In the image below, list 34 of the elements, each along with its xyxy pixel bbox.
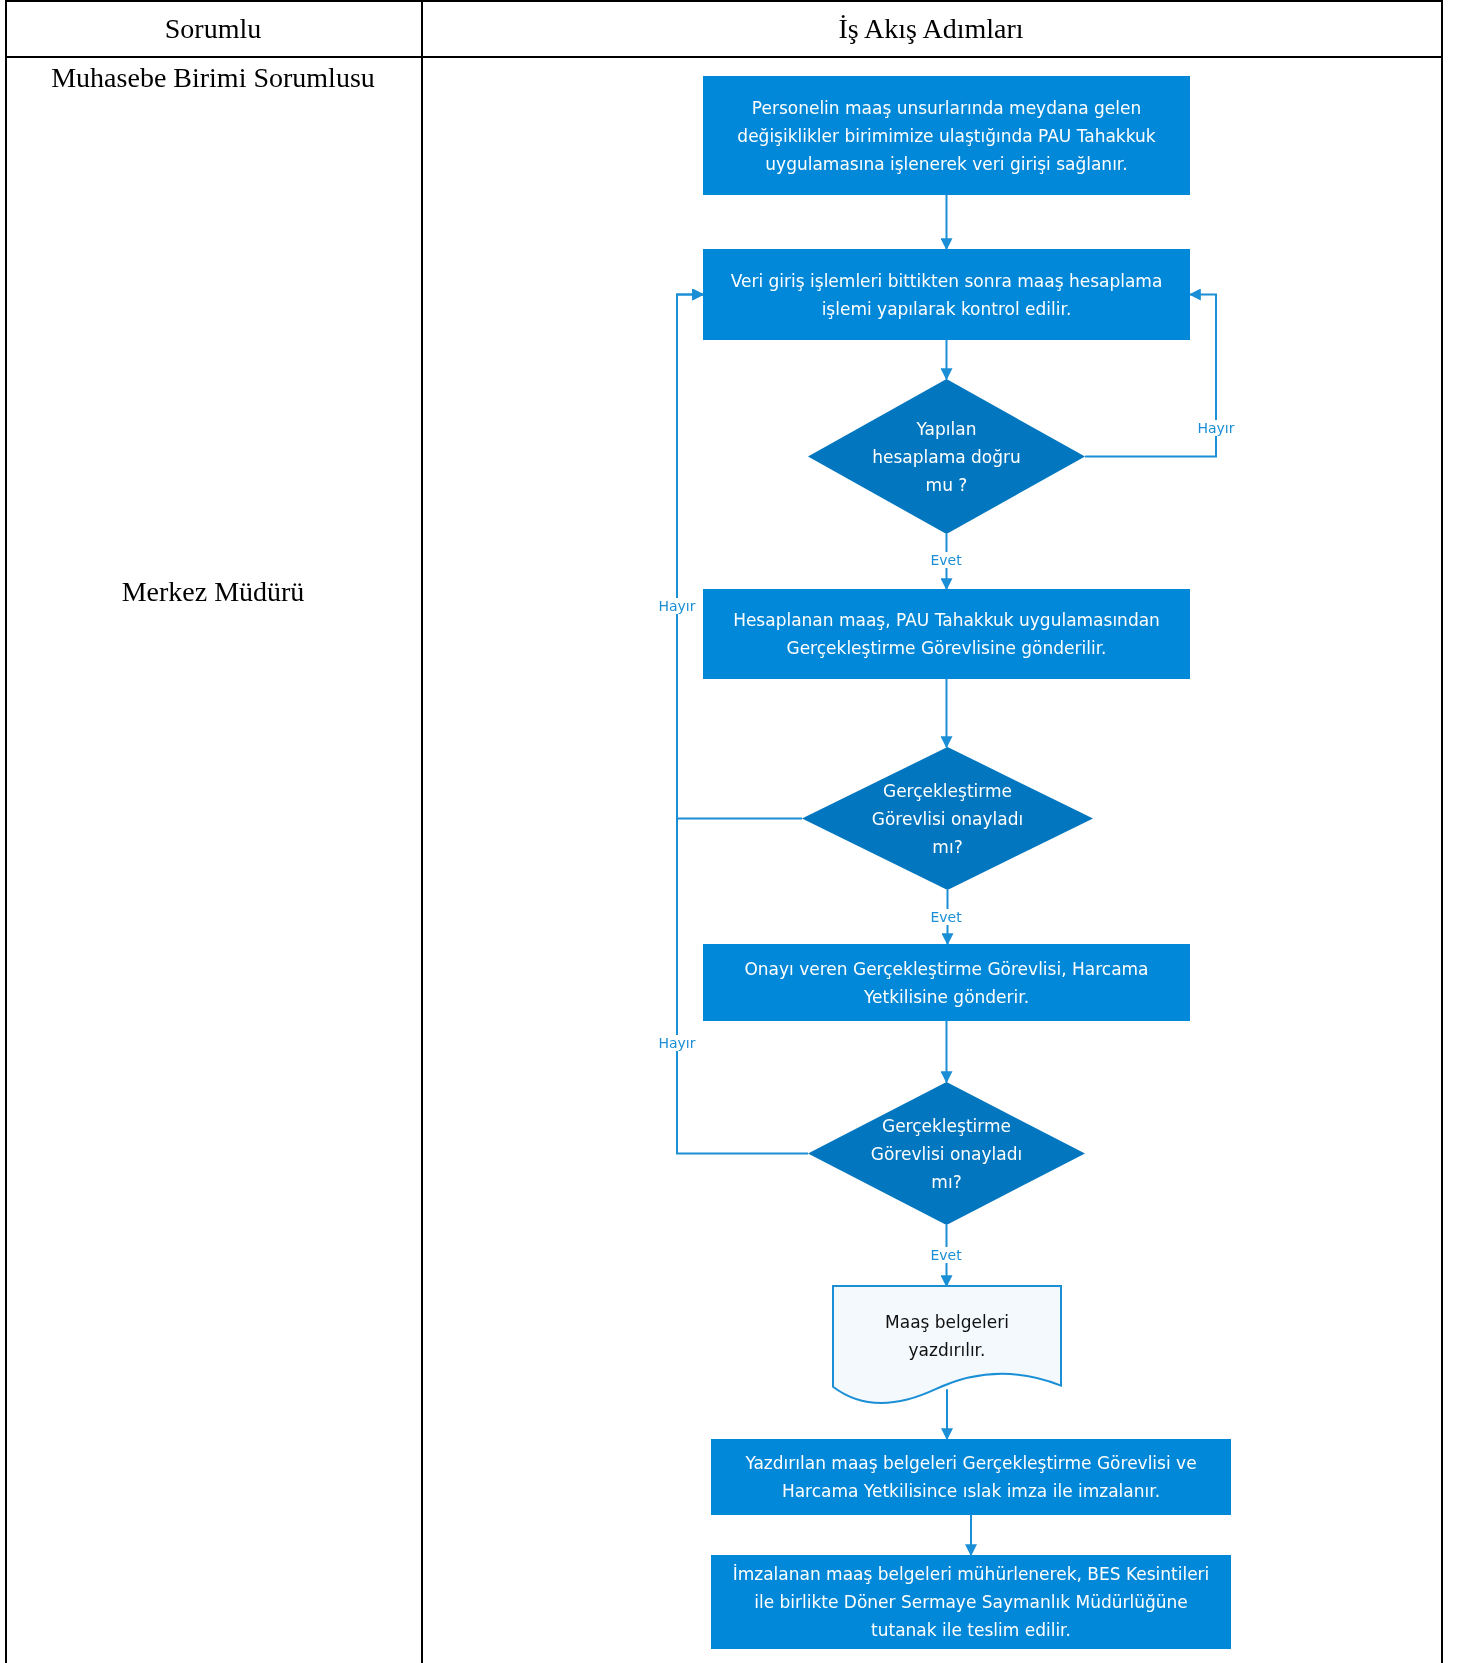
column-header: İş Akış Adımları — [838, 13, 1024, 45]
arrow — [940, 1020, 953, 1084]
edge-label: Hayır — [657, 598, 697, 614]
edge-label: Evet — [929, 552, 963, 568]
process-box — [703, 249, 1190, 340]
edge-label: Hayır — [1196, 420, 1236, 436]
process-box — [711, 1555, 1231, 1649]
process-box — [703, 76, 1190, 195]
arrow — [1084, 288, 1217, 458]
step-text: Personelin maaş unsurlarında meydana gelen değişiklikler birimimize ulaştığında PAU Tahakkuk uygulamasına işlenerek veri girişi sağlanır. — [736, 96, 1157, 176]
arrow — [940, 678, 953, 749]
step-text: Onayı veren Gerçekleştirme Görevlisi, Harcama Yetkilisine gönderir. — [743, 957, 1150, 1009]
step-text: İmzalanan maaş belgeleri mühürlenerek, BES Kesintileri ile birlikte Döner Sermaye Saymanlık Müdürlüğüne tutanak ile teslim edilir. — [731, 1563, 1211, 1642]
step-text: Veri giriş işlemleri bittikten sonra maaş hesaplama işlemi yapılarak kontrol edilir. — [729, 269, 1164, 321]
role-label: Muhasebe Birimi Sorumlusu — [51, 62, 375, 94]
column-header: Sorumlu — [164, 13, 262, 45]
arrow — [965, 1514, 977, 1557]
step-text: Hesaplanan maaş, PAU Tahakkuk uygulamasından Gerçekleştirme Görevlisine gönderilir. — [732, 609, 1161, 660]
edge-label: Hayır — [657, 1035, 697, 1051]
step-text: Gerçekleştirme Görevlisi onayladı mı? — [870, 779, 1025, 859]
step-text: Yapılan hesaplama doğru mu ? — [871, 417, 1022, 497]
arrow — [940, 194, 953, 251]
step-text: Maaş belgeleri yazdırılır. — [884, 1311, 1010, 1362]
step-text: Gerçekleştirme Görevlisi onayladı mı? — [869, 1114, 1024, 1194]
role-label: Merkez Müdürü — [121, 576, 305, 608]
arrow — [940, 339, 953, 381]
edge-label: Evet — [929, 1247, 963, 1263]
step-text: Yazdırılan maaş belgeleri Gerçekleştirme Görevlisi ve Harcama Yetkilisince ıslak imza ile imzalanır. — [744, 1452, 1198, 1503]
process-box — [703, 589, 1190, 679]
edge-label: Evet — [929, 909, 963, 925]
arrow — [676, 288, 809, 1155]
process-box — [711, 1439, 1231, 1515]
arrow — [941, 1388, 953, 1441]
process-box — [703, 944, 1190, 1021]
